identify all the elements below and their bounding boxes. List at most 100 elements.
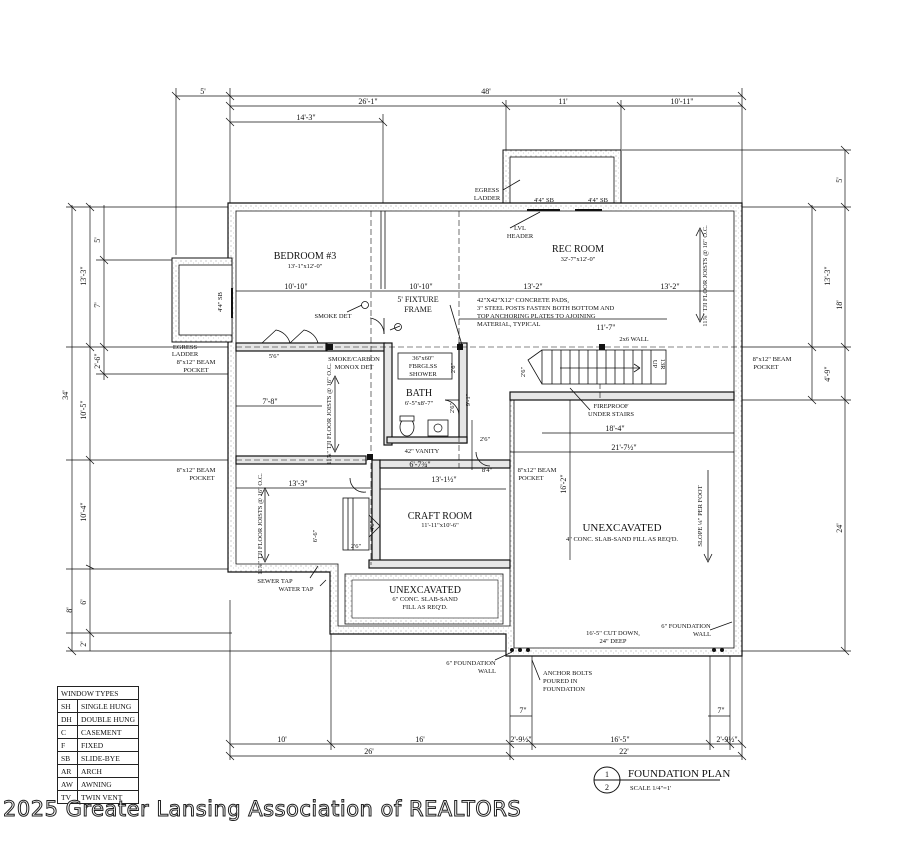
- craft-closet: [342, 497, 370, 551]
- dim-left-10-5: 10'-5": [79, 400, 88, 419]
- dim-left-13-3: 13'-3": [79, 266, 88, 285]
- room-size-craft: 11'-11"x10'-6": [421, 522, 459, 529]
- legend-code: DH: [56, 712, 79, 726]
- doors: [261, 317, 491, 541]
- interior-walls: [235, 211, 742, 569]
- note-fixture-2: FRAME: [404, 305, 432, 314]
- note-found-wall-right-1: 6" FOUNDATION: [661, 623, 711, 630]
- note-fireproof-2: UNDER STAIRS: [588, 411, 634, 418]
- sink-icon: [427, 419, 449, 437]
- unexcavated-bottom-note-1: 6" CONC. SLAB-SAND: [392, 596, 458, 603]
- dim-left-5: 5': [93, 237, 102, 243]
- dim-2-6-d: 2'6": [480, 436, 491, 443]
- note-beam-mid-2: POCKET: [189, 475, 214, 482]
- co-detector-icon: [394, 323, 402, 331]
- note-joists-craft: 11⅞" TJI FLOOR JOISTS @ 16" O.C.: [257, 473, 264, 575]
- note-fireproof-1: FIREPROOF: [593, 403, 628, 410]
- note-egress-left-2: LADDER: [172, 351, 199, 358]
- dim-10-10-a: 10'-10": [284, 282, 307, 291]
- dim-top-48: 48': [481, 87, 491, 96]
- legend-label: TWIN VENT: [77, 790, 139, 804]
- note-pads-4: MATERIAL, TYPICAL: [477, 321, 540, 328]
- sheet-number: 1: [605, 770, 609, 779]
- dim-18-4: 18'-4": [605, 424, 624, 433]
- note-pads-2: 3" STEEL POSTS FASTEN BOTH BOTTOM AND: [477, 305, 615, 312]
- legend-label: CASEMENT: [77, 725, 139, 739]
- dim-bottom-2-9-left: 2'-9½": [510, 735, 531, 744]
- room-name-unexcavated-bottom: UNEXCAVATED: [389, 585, 461, 596]
- note-lvl-2: HEADER: [507, 233, 534, 240]
- note-cutdown-1: 16'-5" CUT DOWN,: [586, 630, 640, 637]
- dim-right-4-9: 4'-9": [823, 366, 832, 381]
- dim-bottom-10: 10': [277, 735, 287, 744]
- dim-top-10-11: 10'-11": [670, 97, 693, 106]
- room-name-bedroom: BEDROOM #3: [274, 251, 337, 262]
- note-sb-left: 4'4" SB: [217, 291, 224, 312]
- note-shower-3: SHOWER: [409, 371, 437, 378]
- note-shower-2: FBRGLSS: [409, 363, 438, 370]
- legend-code: SH: [56, 699, 79, 713]
- dim-13-3: 13'-3": [288, 479, 307, 488]
- note-found-wall-bottom-2: WALL: [478, 668, 496, 675]
- room-size-rec: 32'-7"x12'-0": [561, 256, 596, 263]
- joist-direction-arrows: [260, 227, 713, 563]
- note-anchor-3: FOUNDATION: [543, 686, 585, 693]
- dim-6-7: 6'-7¾": [409, 460, 430, 469]
- legend-label: FIXED: [77, 738, 139, 752]
- note-13r: 13R: [659, 359, 666, 371]
- legend-label: DOUBLE HUNG: [77, 712, 139, 726]
- dim-16-2: 16'-2": [559, 474, 568, 493]
- dim-2-6-b: 2'6": [520, 366, 527, 377]
- dim-2-6-a: 2'6": [450, 362, 457, 373]
- shower-fixture: [397, 352, 453, 380]
- smoke-detector-icon: [361, 301, 369, 309]
- dim-13-2-b: 13'-2": [660, 282, 679, 291]
- note-beam-left-2: POCKET: [183, 367, 208, 374]
- note-beam-right-2: POCKET: [753, 364, 778, 371]
- note-anchor-1: ANCHOR BOLTS: [543, 670, 592, 677]
- dim-4-6: 4'6": [369, 520, 376, 531]
- dim-2-6-c: 2'6": [449, 402, 456, 413]
- note-found-wall-right-2: WALL: [693, 631, 711, 638]
- note-water-tap: WATER TAP: [279, 586, 314, 593]
- dim-13-1: 13'-1½": [431, 475, 456, 484]
- interior-dimension-lines: [236, 290, 734, 560]
- note-fixture-1: 5' FIXTURE: [397, 295, 438, 304]
- dim-2-6-e: 2'6": [351, 543, 362, 550]
- dim-9-1: 9'-1": [465, 393, 472, 406]
- leader-lines: [309, 179, 733, 681]
- dim-right-24: 24': [835, 523, 844, 533]
- note-sb-2: 4'4" SB: [588, 197, 609, 204]
- room-name-bath: BATH: [406, 388, 432, 399]
- dim-left-34: 34': [61, 390, 70, 400]
- plan-title: FOUNDATION PLAN: [628, 768, 730, 780]
- dim-left-10-4: 10'-4": [79, 502, 88, 521]
- dim-left-2-6: 2'-6": [93, 353, 102, 368]
- legend-label: SINGLE HUNG: [77, 699, 139, 713]
- dim-21-7: 21'-7½": [611, 443, 636, 452]
- dim-bottom-16: 16': [415, 735, 425, 744]
- legend-header: WINDOW TYPES: [57, 686, 139, 700]
- staircase: [527, 349, 667, 385]
- anchor-bolts: [510, 648, 724, 652]
- note-beam-left-1: 8"x12" BEAM: [177, 359, 216, 366]
- note-beam-right2-1: 8"x12" BEAM: [518, 467, 557, 474]
- dim-top-26-1: 26'-1": [358, 97, 377, 106]
- toilet-tank-icon: [399, 415, 415, 422]
- legend-label: ARCH: [77, 764, 139, 778]
- note-sb-1: 4'4" SB: [534, 197, 555, 204]
- legend-code: SB: [56, 751, 79, 765]
- note-beam-right2-2: POCKET: [518, 475, 543, 482]
- note-smoke-carbon-2: MONOX DET: [335, 364, 374, 371]
- note-anchor-2: POURED IN: [543, 678, 578, 685]
- unexcavated-bottom-note-2: FILL AS REQ'D.: [402, 604, 448, 611]
- dim-bottom-22: 22': [619, 747, 629, 756]
